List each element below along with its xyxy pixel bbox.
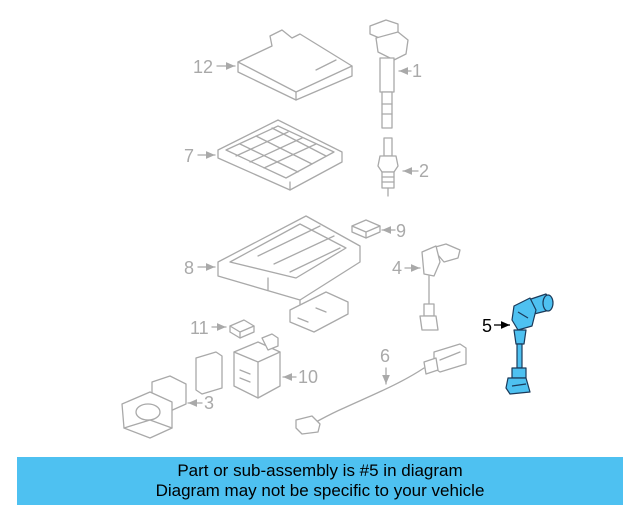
part-11-sensor[interactable] bbox=[229, 319, 255, 339]
callout-10: 10 bbox=[298, 367, 318, 387]
callout-9: 9 bbox=[396, 221, 406, 241]
info-banner: Part or sub-assembly is #5 in diagram Di… bbox=[17, 457, 623, 505]
callout-4: 4 bbox=[392, 258, 402, 278]
part-10-module-bracket[interactable] bbox=[195, 333, 281, 399]
parts-diagram: 12 1 7 2 9 bbox=[121, 19, 554, 439]
callout-7: 7 bbox=[184, 146, 194, 166]
part-6-sensor-lead[interactable] bbox=[295, 343, 467, 435]
callout-2: 2 bbox=[419, 161, 429, 181]
callout-1: 1 bbox=[412, 61, 422, 81]
callout-3: 3 bbox=[204, 393, 214, 413]
part-5-highlighted-sensor[interactable] bbox=[505, 293, 554, 395]
callout-11: 11 bbox=[190, 318, 209, 338]
callout-5: 5 bbox=[482, 316, 492, 336]
part-4-sensor[interactable] bbox=[419, 243, 461, 331]
callout-6: 6 bbox=[380, 346, 390, 366]
part-12-engine-cover[interactable] bbox=[237, 29, 353, 101]
part-7-control-module[interactable] bbox=[217, 119, 343, 191]
part-3-sensor[interactable] bbox=[121, 375, 187, 439]
part-1-ignition-coil[interactable] bbox=[369, 19, 409, 129]
callout-8: 8 bbox=[184, 258, 194, 278]
part-9-relay[interactable] bbox=[351, 219, 381, 239]
banner-line-2: Diagram may not be specific to your vehi… bbox=[155, 481, 485, 500]
callout-12: 12 bbox=[193, 57, 213, 77]
part-2-spark-plug[interactable] bbox=[377, 137, 399, 197]
banner-line-1: Part or sub-assembly is #5 in diagram bbox=[177, 461, 463, 480]
part-8-bracket[interactable] bbox=[217, 215, 361, 333]
